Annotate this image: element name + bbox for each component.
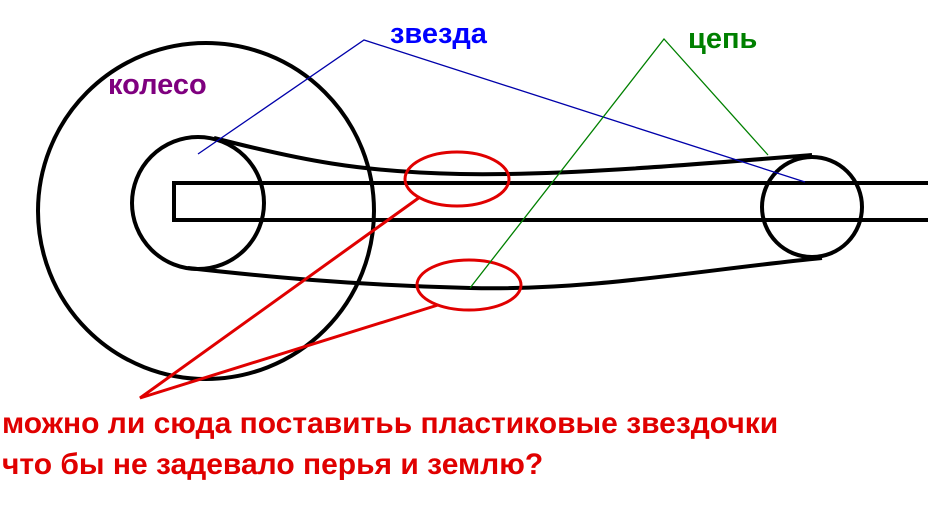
question-line-1: можно ли сюда поставитьь пластиковые зве… <box>2 407 779 440</box>
swingarm-bar <box>172 181 928 222</box>
lower-contact-zone-ellipse <box>415 258 523 312</box>
chain-label: цепь <box>688 23 757 55</box>
chain-pointer-lines <box>469 37 769 289</box>
question-line-2: что бы не задевало перья и землю? <box>2 448 544 481</box>
wheel-label: колесо <box>108 69 207 101</box>
rear-sprocket-circle <box>760 155 864 259</box>
sprocket-label: звезда <box>390 18 488 50</box>
sprocket-pointer-lines <box>197 39 806 183</box>
chain-lower-run <box>187 256 823 291</box>
wheel-circle <box>36 41 376 381</box>
chain-upper-run <box>213 136 813 177</box>
question-pointer-lines <box>139 195 439 400</box>
upper-contact-zone-ellipse <box>403 150 511 208</box>
front-sprocket-circle <box>130 135 266 271</box>
